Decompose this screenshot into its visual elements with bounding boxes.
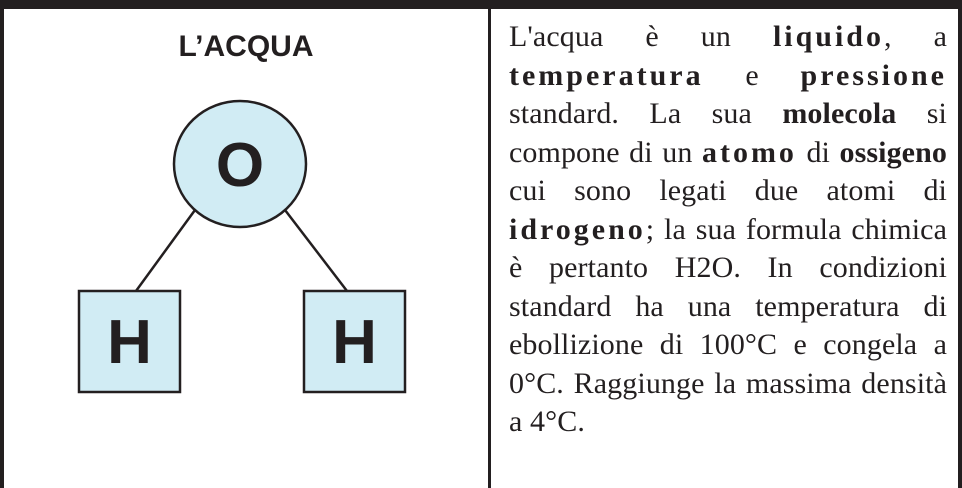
description-segment: standard. La sua xyxy=(509,97,783,130)
hydrogen-left-label: H xyxy=(107,308,152,377)
description-keyword: ossigeno xyxy=(839,135,947,169)
description-segment: cui sono legati due atomi di xyxy=(509,174,947,207)
column-divider xyxy=(488,0,491,488)
description-text: L'acqua è un liquido, a temperatura e pr… xyxy=(509,18,947,442)
description-segment: ; la sua formula chimica è pertanto H2O.… xyxy=(509,212,947,439)
description-keyword: atomo xyxy=(701,135,797,169)
diagram-title: L’ACQUA xyxy=(178,30,314,63)
bond-right xyxy=(284,209,348,292)
water-molecule-diagram: O H H xyxy=(77,99,407,394)
description-keyword: pressione xyxy=(800,58,947,92)
bond-left xyxy=(134,209,197,292)
description-segment: L'acqua è un xyxy=(509,20,773,53)
hydrogen-right-label: H xyxy=(332,308,377,377)
description-keyword: temperatura xyxy=(509,58,704,92)
hydrogen-atom-left xyxy=(77,289,182,394)
description-keyword: molecola xyxy=(782,97,897,130)
description-keyword: idrogeno xyxy=(509,212,646,246)
oxygen-label: O xyxy=(216,131,264,200)
description-keyword: liquido xyxy=(772,20,884,53)
hydrogen-atom-right xyxy=(302,289,407,394)
description-segment: si compone di un xyxy=(509,97,947,169)
description-segment: , a xyxy=(884,20,947,53)
description-segment: di xyxy=(796,135,840,169)
description-segment: e xyxy=(703,58,801,92)
oxygen-atom xyxy=(172,99,308,229)
